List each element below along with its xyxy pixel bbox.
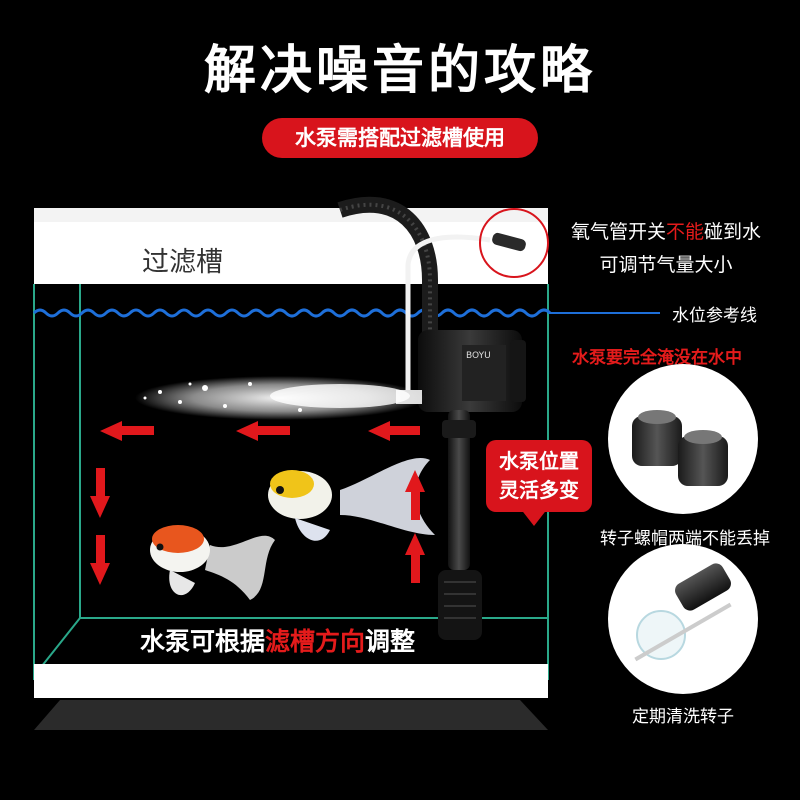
valve-highlight bbox=[479, 208, 549, 278]
flow-arrow-shaft bbox=[122, 426, 154, 435]
bubble-tail bbox=[520, 508, 548, 526]
water-line-label: 水位参考线 bbox=[672, 306, 757, 326]
outlet-hose bbox=[337, 196, 438, 335]
flow-arrow-shaft bbox=[96, 468, 105, 496]
air-tube bbox=[405, 234, 491, 395]
flow-arrow-shaft bbox=[411, 555, 420, 583]
cap-right bbox=[678, 436, 728, 486]
rotor-photo bbox=[608, 544, 758, 694]
flow-arrow-head bbox=[405, 470, 425, 492]
adjust-note: 水泵可根据滤槽方向调整 bbox=[140, 627, 416, 656]
flow-arrow-shaft bbox=[411, 492, 420, 520]
rotor-caption: 定期清洗转子 bbox=[632, 707, 734, 727]
flow-arrow-head bbox=[405, 533, 425, 555]
flow-arrow-head bbox=[90, 496, 110, 518]
oxygen-note: 氧气管开关不能碰到水 可调节气量大小 bbox=[570, 221, 762, 276]
subtitle-pill: 水泵需搭配过滤槽使用 bbox=[262, 118, 538, 158]
flow-arrow-shaft bbox=[258, 426, 290, 435]
flow-arrow-head bbox=[100, 421, 122, 441]
rotor-caps-photo bbox=[608, 364, 758, 514]
caps-caption: 转子螺帽两端不能丢掉 bbox=[600, 529, 770, 549]
cap-left bbox=[632, 416, 682, 466]
pump-intake-tube bbox=[448, 410, 470, 570]
page-title: 解决噪音的攻略 bbox=[203, 41, 596, 101]
flow-arrow-head bbox=[90, 563, 110, 585]
flow-arrow-head bbox=[236, 421, 258, 441]
flow-arrow-head bbox=[368, 421, 390, 441]
goldfish-red bbox=[150, 525, 275, 600]
pump-brand: BOYU bbox=[466, 351, 491, 361]
filter-box-label: 过滤槽 bbox=[142, 247, 223, 278]
position-bubble: 水泵位置 灵活多变 bbox=[486, 440, 592, 512]
water-line-wave bbox=[32, 308, 552, 318]
tank-bottom bbox=[34, 664, 548, 698]
flow-arrow-shaft bbox=[96, 535, 105, 563]
flow-arrow-shaft bbox=[390, 426, 420, 435]
submerge-warning: 水泵要完全淹没在水中 bbox=[572, 348, 742, 368]
